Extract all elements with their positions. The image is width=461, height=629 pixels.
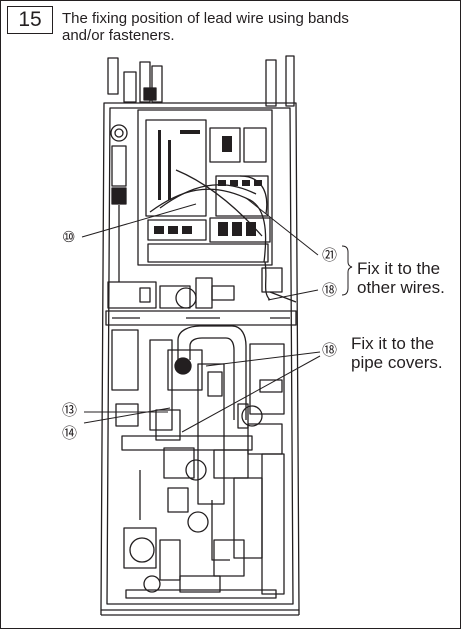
callout-13: ⑬ — [62, 401, 78, 419]
control-box — [137, 109, 273, 301]
callout-10: ⑩ — [62, 228, 76, 246]
lower-pipework — [111, 325, 285, 599]
note-wires-line-1: Fix it to the — [357, 259, 441, 278]
callout-18-wires: ⑱ — [322, 281, 338, 299]
step-number: 15 — [18, 8, 42, 31]
note-fix-to-pipe-covers: Fix it to the pipe covers. — [351, 334, 443, 372]
top-pipe-fittings — [107, 55, 295, 107]
cabinet-frame — [100, 102, 300, 616]
middle-pipework — [107, 267, 297, 309]
note-wires-line-2: other wires. — [357, 278, 445, 297]
callout-18-pipes: ⑱ — [322, 341, 338, 359]
callout-14: ⑭ — [62, 424, 78, 442]
note-pipes-line-1: Fix it to the — [351, 334, 435, 353]
instruction-text: The fixing position of lead wire using b… — [62, 10, 422, 44]
instruction-line-2: and/or fasteners. — [62, 27, 175, 44]
note-pipes-line-2: pipe covers. — [351, 353, 443, 372]
step-number-box: 15 — [7, 6, 53, 34]
pressure-gauge — [110, 124, 128, 282]
leader-lines — [81, 197, 353, 433]
callout-21: ㉑ — [322, 246, 338, 264]
instruction-line-1: The fixing position of lead wire using b… — [62, 10, 349, 27]
note-fix-to-wires: Fix it to the other wires. — [357, 259, 445, 297]
cross-brace — [105, 310, 297, 326]
